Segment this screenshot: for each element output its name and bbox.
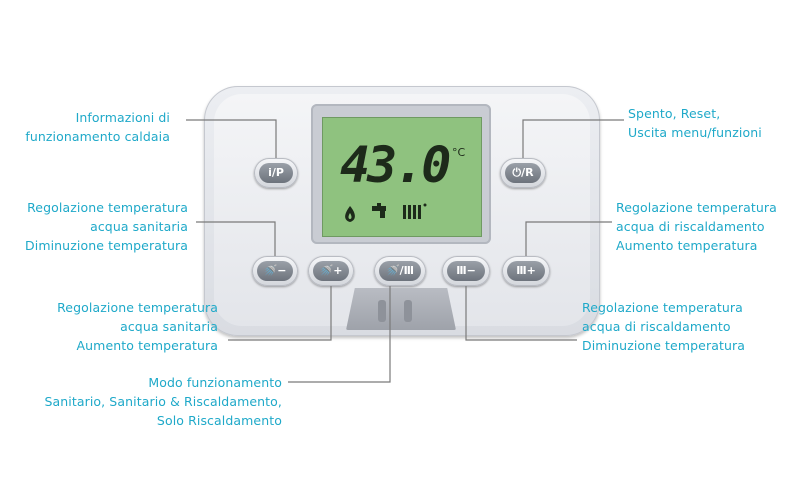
label-dhw-plus-line-2: acqua sanitaria — [120, 319, 218, 334]
info-button-label: i/P — [259, 163, 293, 183]
radiator-icon — [403, 203, 427, 219]
label-power-line-1: Spento, Reset, — [628, 106, 721, 121]
label-heat-minus-line-3: Diminuzione temperatura — [582, 338, 745, 353]
leader-line-power — [522, 119, 624, 158]
label-heat-plus-line-2: acqua di riscaldamento — [616, 219, 765, 234]
connector-knob-left — [378, 300, 386, 322]
leader-line-heat-minus — [465, 286, 577, 341]
label-power: Spento, Reset, Uscita menu/funzioni — [628, 104, 762, 142]
label-heat-minus: Regolazione temperatura acqua di riscald… — [582, 298, 745, 355]
label-power-line-2: Uscita menu/funzioni — [628, 125, 762, 140]
label-heat-plus-line-1: Regolazione temperatura — [616, 200, 777, 215]
temperature-readout: 43.0 — [340, 136, 451, 194]
dhw-minus-button[interactable]: 🚿− — [252, 256, 298, 286]
power-reset-button[interactable]: ⏻/R — [500, 158, 546, 188]
heat-plus-button-label: Ⅲ+ — [507, 261, 545, 281]
label-mode-line-3: Solo Riscaldamento — [156, 413, 282, 428]
dhw-plus-button[interactable]: 🚿+ — [308, 256, 354, 286]
label-mode: Modo funzionamento Sanitario, Sanitario … — [44, 373, 282, 430]
leader-line-heat-plus — [525, 221, 612, 256]
flame-icon — [345, 206, 355, 222]
label-mode-line-1: Modo funzionamento — [148, 375, 282, 390]
heat-plus-button[interactable]: Ⅲ+ — [502, 256, 550, 286]
temperature-unit: °C — [452, 146, 466, 159]
power-reset-button-label: ⏻/R — [505, 163, 541, 183]
tap-icon — [372, 203, 386, 218]
mode-button-label: 🚿/Ⅲ — [379, 261, 421, 281]
connector-knob-right — [404, 300, 412, 322]
info-button[interactable]: i/P — [254, 158, 298, 188]
label-dhw-plus-line-3: Aumento temperatura — [76, 338, 218, 353]
label-dhw-minus: Regolazione temperatura acqua sanitaria … — [25, 198, 188, 255]
label-dhw-plus: Regolazione temperatura acqua sanitaria … — [57, 298, 218, 355]
label-info-line-1: Informazioni di — [75, 110, 170, 125]
label-mode-line-2: Sanitario, Sanitario & Riscaldamento, — [44, 394, 282, 409]
leader-line-dhw-minus — [196, 221, 276, 256]
label-dhw-minus-line-2: acqua sanitaria — [90, 219, 188, 234]
label-heat-plus: Regolazione temperatura acqua di riscald… — [616, 198, 777, 255]
dhw-minus-button-label: 🚿− — [257, 261, 293, 281]
label-dhw-minus-line-3: Diminuzione temperatura — [25, 238, 188, 253]
leader-line-mode — [288, 286, 391, 383]
leader-line-dhw-plus — [228, 286, 332, 341]
label-dhw-plus-line-1: Regolazione temperatura — [57, 300, 218, 315]
label-heat-minus-line-2: acqua di riscaldamento — [582, 319, 731, 334]
label-heat-plus-line-3: Aumento temperatura — [616, 238, 758, 253]
label-info-line-2: funzionamento caldaia — [25, 129, 170, 144]
connector-cover — [346, 288, 456, 330]
heat-minus-button[interactable]: Ⅲ− — [442, 256, 490, 286]
dhw-plus-button-label: 🚿+ — [313, 261, 349, 281]
mode-button[interactable]: 🚿/Ⅲ — [374, 256, 426, 286]
label-info: Informazioni di funzionamento caldaia — [25, 108, 170, 146]
label-heat-minus-line-1: Regolazione temperatura — [582, 300, 743, 315]
heat-minus-button-label: Ⅲ− — [447, 261, 485, 281]
leader-line-info — [186, 119, 277, 158]
label-dhw-minus-line-1: Regolazione temperatura — [27, 200, 188, 215]
